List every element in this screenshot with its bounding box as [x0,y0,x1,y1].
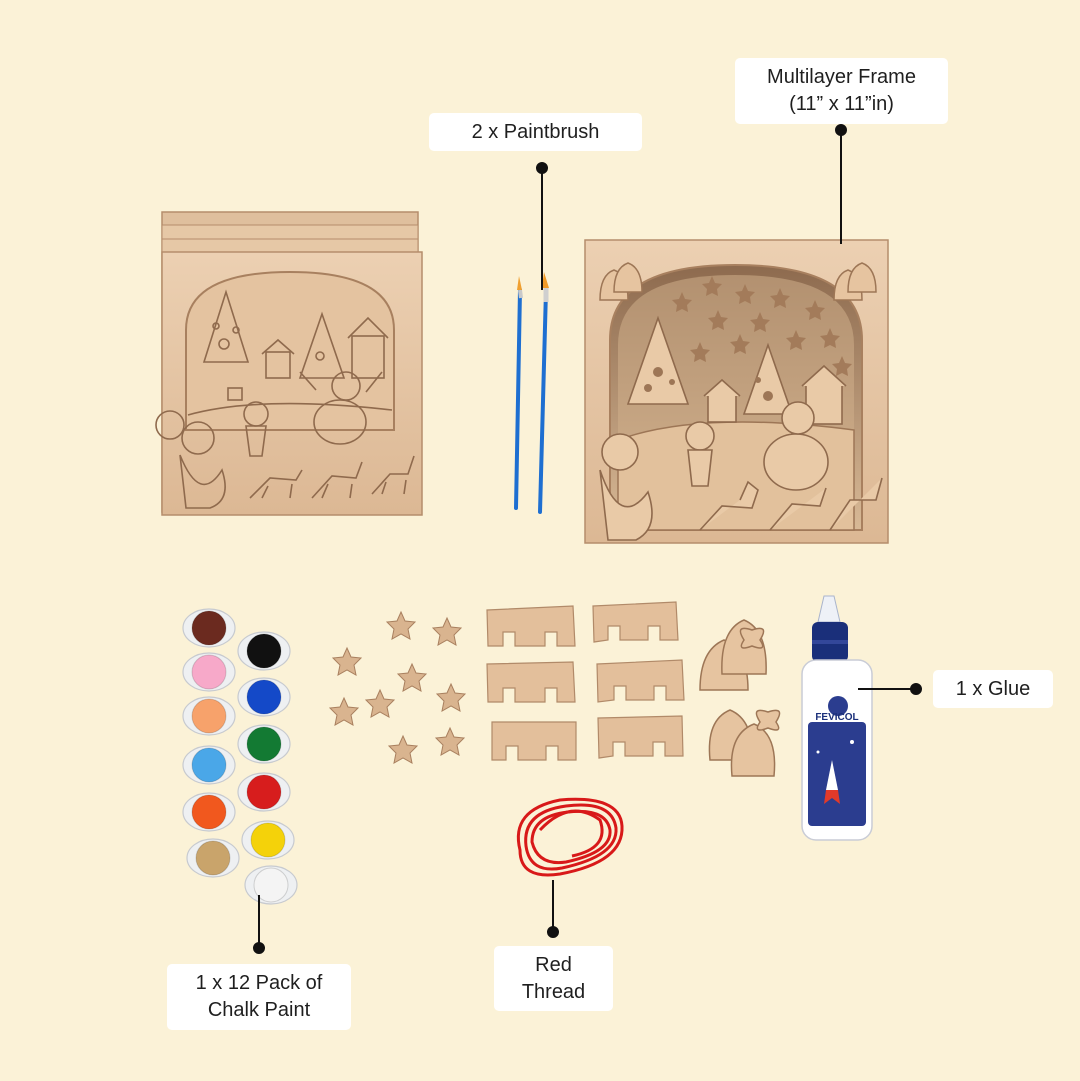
label-brush-line1: 2 x Paintbrush [471,120,600,143]
glue-brand-text: FEVICOL [815,712,858,723]
paintbrushes [514,272,549,514]
glue-bottle: FEVICOL [801,595,873,841]
paint-pot-color [195,840,231,876]
paint-pot-color [253,867,289,903]
paint-pot-color [191,747,227,783]
label-red-thread: Red Thread [494,946,613,1011]
red-thread [516,797,624,877]
wooden-connectors [486,601,685,761]
wooden-stars [328,610,467,764]
label-glue-line1: 1 x Glue [955,677,1031,700]
label-thread-line2: Thread [521,980,586,1003]
label-frame-line2: (11” x 11”in) [789,93,894,115]
paint-pot-color [246,633,282,669]
flat-frame-panels [155,211,423,516]
paint-pot-color [191,794,227,830]
multilayer-frame [584,239,889,544]
paint-pot-color [246,726,282,762]
paint-pot-color [246,774,282,810]
label-multilayer-frame: Multilayer Frame (11” x 11”in) [735,58,948,124]
label-paint-line2: Chalk Paint [207,999,311,1021]
label-frame-line1: Multilayer Frame [767,66,916,88]
paint-pot-color [191,654,227,690]
label-thread-line1: Red [535,953,572,976]
label-chalk-paint: 1 x 12 Pack of Chalk Paint [167,964,351,1030]
label-paint-line1: 1 x 12 Pack of [195,972,323,994]
label-glue: 1 x Glue [933,670,1053,708]
paint-pot-color [246,679,282,715]
paint-pot-color [191,698,227,734]
callout-connectors [253,124,922,954]
paint-pot-color [250,822,286,858]
label-paintbrush: 2 x Paintbrush [429,113,642,151]
paint-pot-color [191,610,227,646]
wooden-bells [699,619,781,777]
chalk-paint-pots [182,608,298,905]
